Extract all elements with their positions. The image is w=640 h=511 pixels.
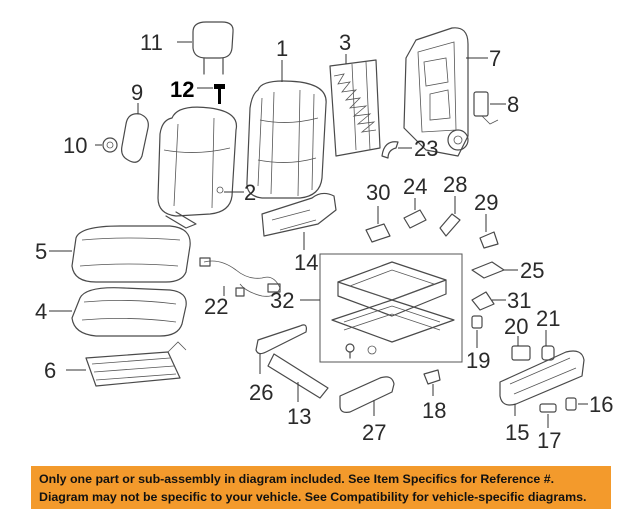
- callout-7: 7: [489, 46, 501, 71]
- bracket-part-8: [473, 91, 499, 125]
- knob-part-17: [539, 403, 557, 413]
- callout-6: 6: [44, 358, 56, 383]
- callout-28: 28: [443, 172, 467, 197]
- bracket-part-29: [479, 231, 499, 249]
- callout-25: 25: [520, 258, 544, 283]
- knob-part-16: [565, 397, 577, 411]
- callout-5: 5: [35, 239, 47, 264]
- seatback-pad-part: [157, 106, 238, 229]
- trim-part-9: [121, 113, 149, 163]
- callout-24: 24: [403, 174, 427, 199]
- callout-26: 26: [249, 380, 273, 405]
- callout-21: 21: [536, 306, 560, 331]
- callout-10: 10: [63, 133, 87, 158]
- side-cover-part: [499, 350, 585, 406]
- callout-23: 23: [414, 136, 438, 161]
- bolt-part-32: [345, 343, 355, 359]
- bracket-part-30: [365, 223, 391, 243]
- screw-part: [214, 84, 225, 104]
- callout-11: 11: [140, 30, 163, 55]
- callout-22: 22: [204, 294, 228, 319]
- callout-8: 8: [507, 92, 519, 117]
- seat-exploded-diagram: 11 12 1 2 3: [35, 21, 613, 453]
- callout-30: 30: [366, 180, 390, 205]
- bracket-part-24: [403, 209, 427, 229]
- inner-cover-part: [339, 376, 395, 413]
- callout-31: 31: [507, 288, 531, 313]
- heater-mat-part: [85, 341, 187, 387]
- switch-part-20: [511, 345, 531, 361]
- bracket-part-28: [439, 213, 461, 237]
- callout-12: 12: [170, 77, 194, 102]
- callout-14: 14: [294, 250, 318, 275]
- bracket-part-25: [471, 261, 505, 279]
- cushion-cover-part: [71, 225, 191, 283]
- cushion-pad-part: [71, 287, 187, 337]
- disclaimer-line-2: Diagram may not be specific to your vehi…: [39, 490, 587, 504]
- disclaimer-line-1: Only one part or sub-assembly in diagram…: [39, 472, 555, 486]
- callout-18: 18: [422, 398, 446, 423]
- callout-17: 17: [537, 428, 561, 453]
- clip-part-18: [423, 369, 441, 385]
- callout-2: 2: [244, 180, 256, 205]
- rail-cover-part: [267, 353, 329, 399]
- clip-part-23: [381, 141, 399, 159]
- callout-1: 1: [276, 36, 288, 61]
- seatback-frame-part: [403, 27, 469, 157]
- side-shield-part: [261, 192, 337, 237]
- wire-harness-part: [199, 257, 281, 297]
- clip-part-19: [471, 315, 483, 329]
- seat-track-part: [331, 261, 455, 355]
- spring-mat-part: [329, 59, 381, 157]
- callout-13: 13: [287, 404, 311, 429]
- callout-29: 29: [474, 190, 498, 215]
- callout-20: 20: [504, 314, 528, 339]
- disclaimer-banner: Only one part or sub-assembly in diagram…: [31, 466, 611, 509]
- callout-19: 19: [466, 348, 490, 373]
- bracket-part-31: [471, 291, 495, 311]
- callout-16: 16: [589, 392, 613, 417]
- callout-15: 15: [505, 420, 529, 445]
- callout-32: 32: [270, 288, 294, 313]
- callout-4: 4: [35, 299, 47, 324]
- lower-trim-part-26: [255, 324, 307, 355]
- knob-part-10: [102, 137, 118, 153]
- callout-9: 9: [131, 80, 143, 105]
- callout-3: 3: [339, 30, 351, 55]
- headrest-part: [192, 21, 234, 75]
- track-assembly-box: [319, 253, 463, 363]
- callout-27: 27: [362, 420, 386, 445]
- seatback-cover-part: [246, 80, 327, 199]
